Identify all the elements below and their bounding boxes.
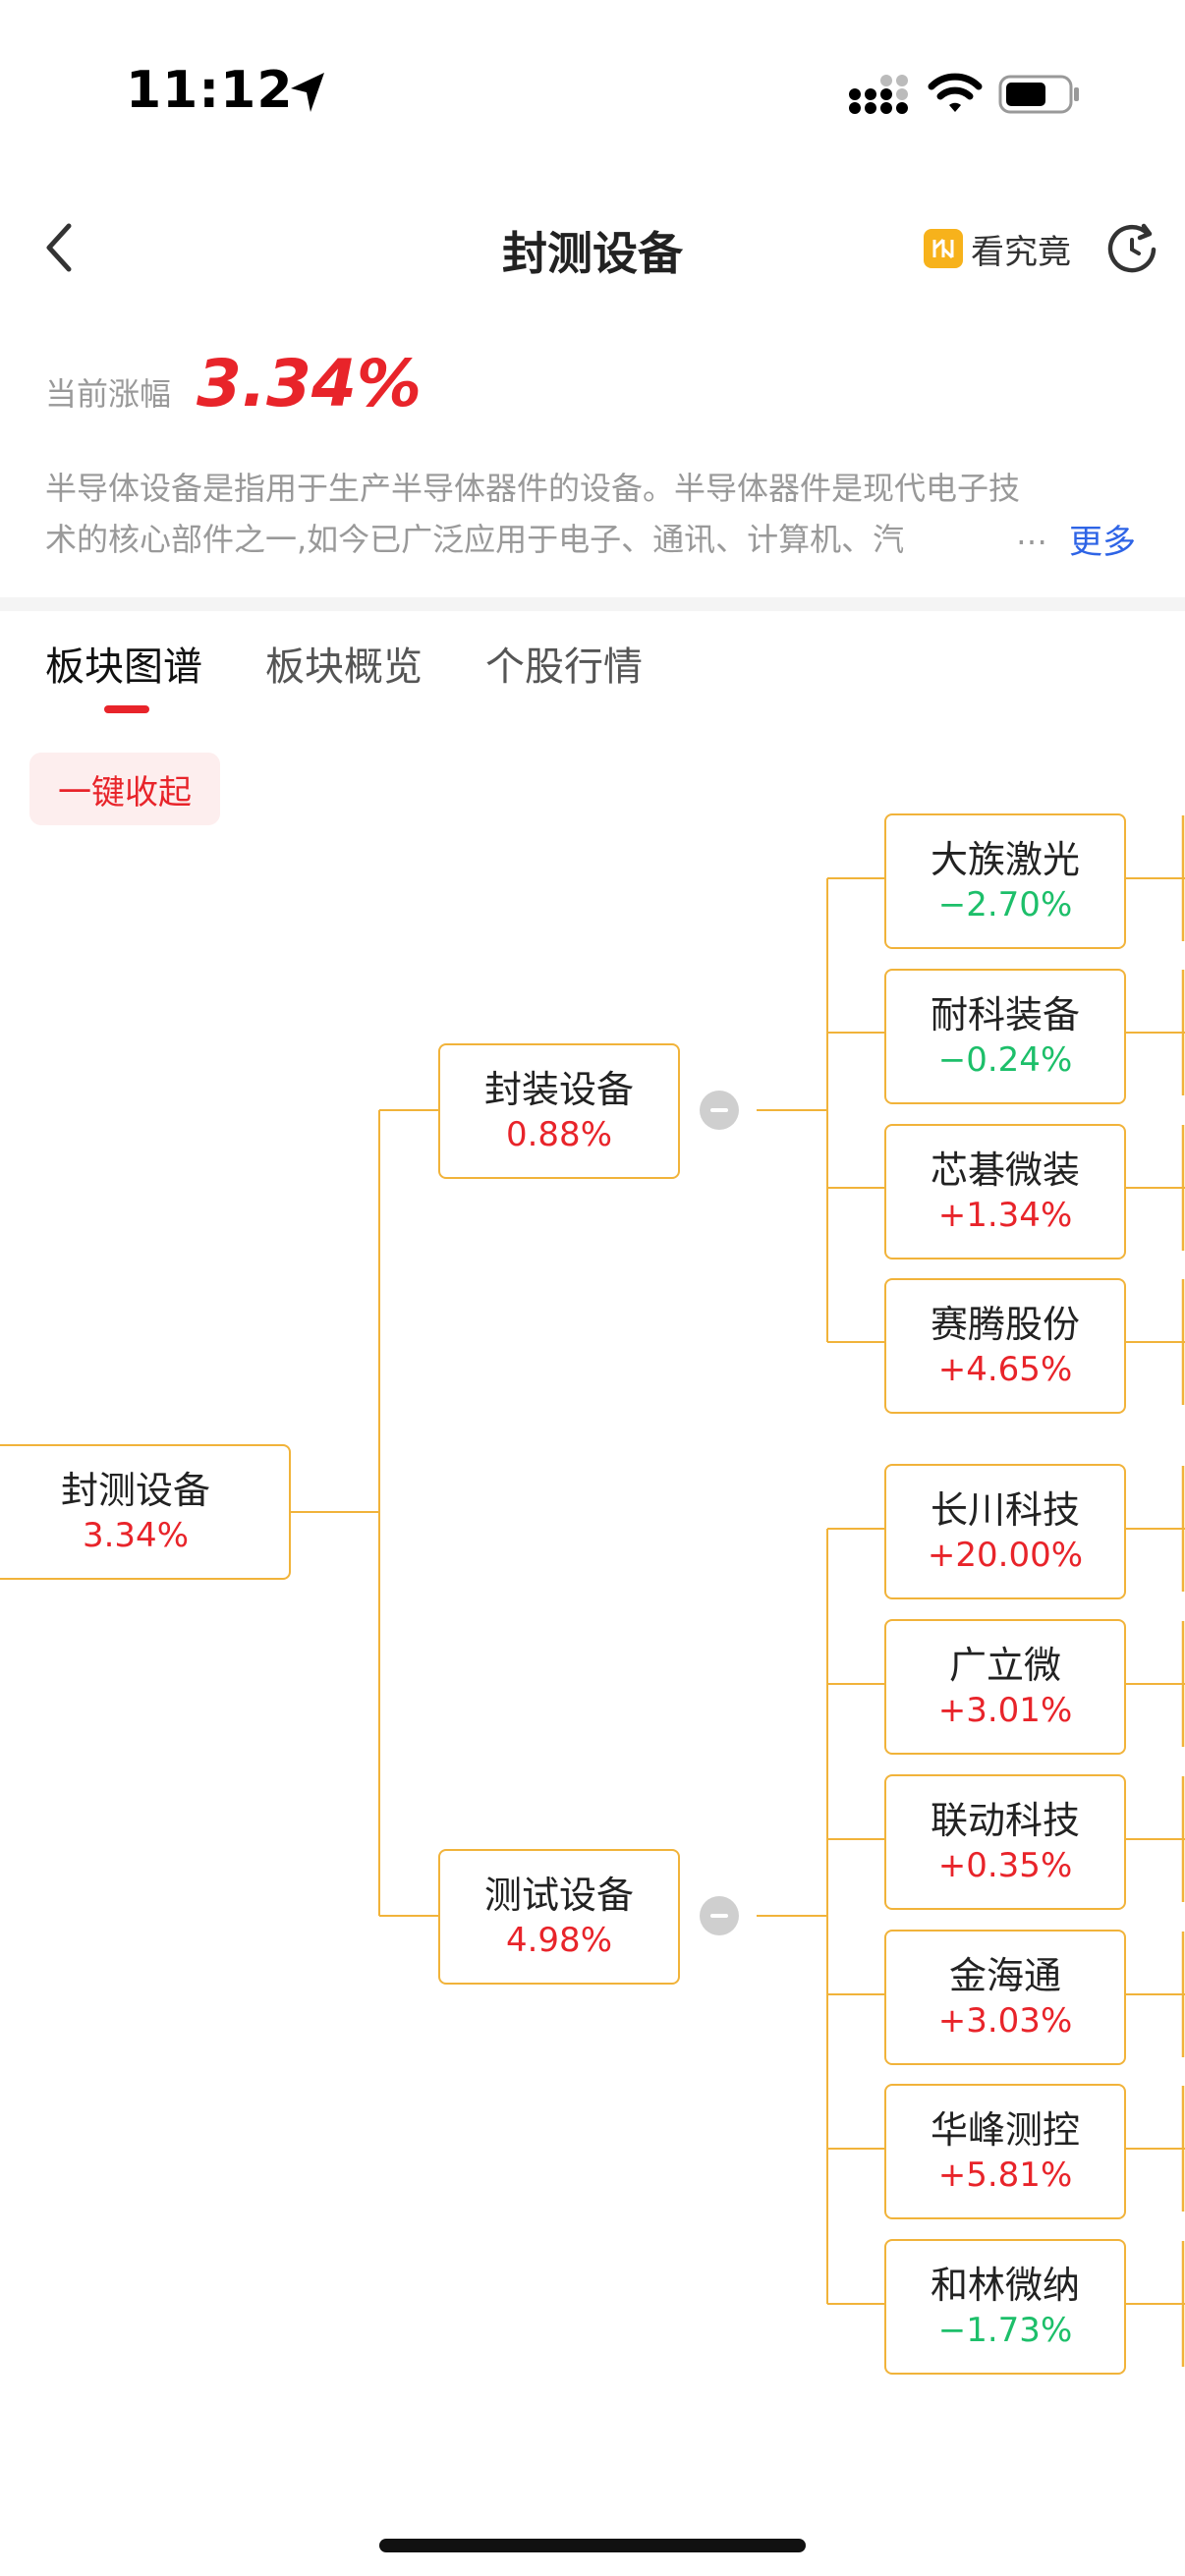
description-line-1: 半导体设备是指用于生产半导体器件的设备。半导体器件是现代电子技 bbox=[45, 470, 1021, 507]
stock-name: 大族激光 bbox=[930, 838, 1080, 881]
stock-change: +1.34% bbox=[937, 1195, 1073, 1235]
stock-node[interactable]: 华峰测控 +5.81% bbox=[884, 2084, 1126, 2219]
wifi-icon bbox=[928, 73, 983, 112]
node-name: 封装设备 bbox=[483, 1068, 634, 1111]
node-name: 测试设备 bbox=[483, 1874, 634, 1917]
change-label: 当前涨幅 bbox=[45, 375, 172, 413]
stock-name: 芯碁微装 bbox=[930, 1148, 1080, 1192]
description-line-2: 术的核心部件之一,如今已广泛应用于电子、通讯、计算机、汽 bbox=[45, 521, 905, 558]
stock-change: +3.01% bbox=[937, 1690, 1073, 1730]
stock-change: +3.03% bbox=[937, 2000, 1073, 2041]
description-ellipsis: … bbox=[1016, 515, 1047, 552]
stock-change: +5.81% bbox=[937, 2155, 1073, 2195]
stock-name: 赛腾股份 bbox=[930, 1303, 1080, 1346]
branch-node-packaging[interactable]: 封装设备 0.88% bbox=[438, 1043, 680, 1179]
page-title: 封测设备 bbox=[502, 227, 683, 280]
stock-name: 联动科技 bbox=[930, 1799, 1080, 1842]
node-change: 4.98% bbox=[505, 1920, 612, 1960]
stock-change: −0.24% bbox=[937, 1039, 1073, 1080]
cellular-signal-icon bbox=[849, 75, 908, 114]
home-indicator[interactable] bbox=[379, 2539, 806, 2552]
node-name: 封测设备 bbox=[60, 1469, 210, 1512]
node-change: 3.34% bbox=[82, 1515, 189, 1555]
node-change: 0.88% bbox=[505, 1114, 612, 1154]
branch-node-testing[interactable]: 测试设备 4.98% bbox=[438, 1849, 680, 1985]
stock-node[interactable]: 耐科装备 −0.24% bbox=[884, 969, 1126, 1104]
stock-name: 金海通 bbox=[948, 1954, 1061, 1997]
stock-node[interactable]: 联动科技 +0.35% bbox=[884, 1774, 1126, 1910]
collapse-all-button[interactable]: 一键收起 bbox=[29, 753, 220, 825]
change-value: 3.34% bbox=[197, 346, 422, 421]
stock-node[interactable]: 金海通 +3.03% bbox=[884, 1930, 1126, 2065]
stock-node[interactable]: 赛腾股份 +4.65% bbox=[884, 1278, 1126, 1414]
stock-node[interactable]: 芯碁微装 +1.34% bbox=[884, 1124, 1126, 1260]
stock-name: 耐科装备 bbox=[930, 993, 1080, 1036]
stock-node[interactable]: 大族激光 −2.70% bbox=[884, 813, 1126, 949]
kanjiujing-label: 看究竟 bbox=[971, 232, 1071, 272]
stock-change: +20.00% bbox=[927, 1535, 1084, 1575]
battery-icon bbox=[998, 75, 1079, 114]
refresh-icon[interactable] bbox=[1104, 220, 1159, 275]
tree-root-node[interactable]: 封测设备 3.34% bbox=[0, 1444, 291, 1580]
stock-node[interactable]: 广立微 +3.01% bbox=[884, 1619, 1126, 1755]
section-divider bbox=[0, 597, 1185, 611]
stock-node[interactable]: 和林微纳 −1.73% bbox=[884, 2239, 1126, 2375]
stock-name: 长川科技 bbox=[930, 1488, 1080, 1532]
stock-change: +0.35% bbox=[937, 1845, 1073, 1885]
location-arrow-icon bbox=[291, 73, 324, 112]
stock-name: 和林微纳 bbox=[930, 2264, 1080, 2307]
more-link[interactable]: 更多 bbox=[1069, 523, 1136, 562]
tab-stock-quotes[interactable]: 个股行情 bbox=[485, 644, 643, 690]
collapse-branch-icon[interactable] bbox=[700, 1896, 739, 1935]
stock-change: −1.73% bbox=[937, 2310, 1073, 2350]
stock-name: 广立微 bbox=[948, 1644, 1061, 1687]
status-time: 11:12 bbox=[126, 61, 294, 120]
stock-node[interactable]: 长川科技 +20.00% bbox=[884, 1464, 1126, 1599]
stock-name: 华峰测控 bbox=[930, 2108, 1080, 2152]
stock-change: −2.70% bbox=[937, 884, 1073, 924]
tab-sector-map[interactable]: 板块图谱 bbox=[45, 644, 202, 690]
tab-sector-overview[interactable]: 板块概览 bbox=[265, 644, 423, 690]
back-icon[interactable] bbox=[39, 218, 79, 277]
active-tab-indicator bbox=[104, 705, 149, 713]
stock-change: +4.65% bbox=[937, 1349, 1073, 1389]
collapse-branch-icon[interactable] bbox=[700, 1091, 739, 1130]
kanjiujing-logo-icon bbox=[924, 229, 963, 268]
kanjiujing-button[interactable]: 看究竟 bbox=[924, 224, 1071, 273]
